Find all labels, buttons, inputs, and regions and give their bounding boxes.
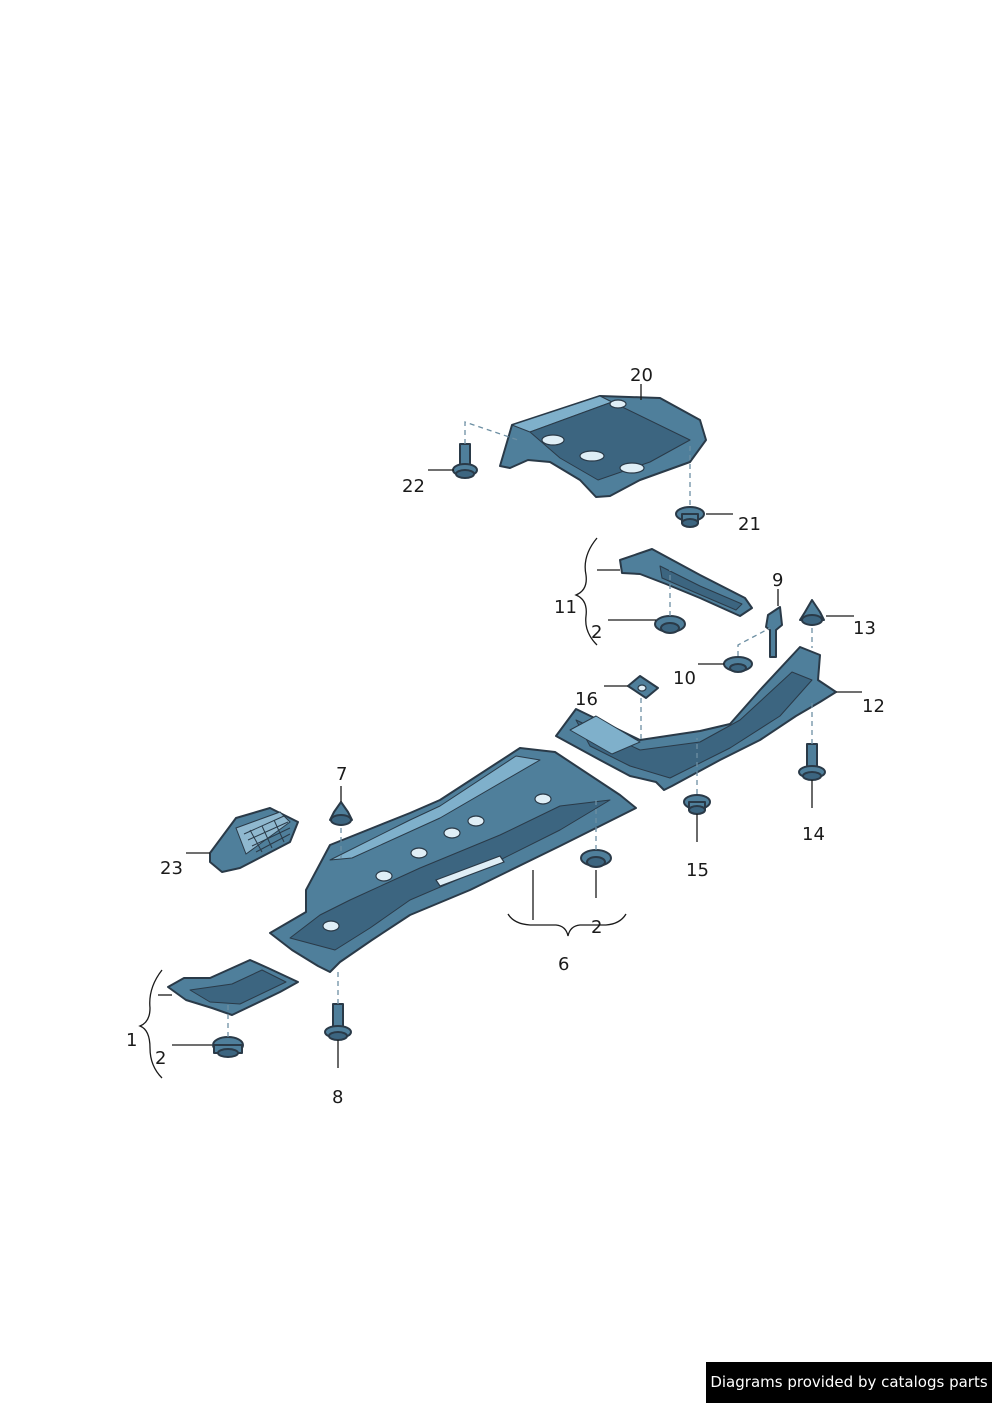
part-6-main-underbody-panel: [269, 747, 637, 973]
callout-20: 20: [630, 365, 653, 386]
callout-16: 16: [575, 689, 598, 710]
assembly-lines: [227, 421, 813, 1037]
callout-8: 8: [332, 1087, 343, 1108]
callout-13: 13: [853, 618, 876, 639]
part-2-nut-main: [580, 849, 612, 868]
callout-7: 7: [336, 764, 347, 785]
callout-2-bottom: 2: [155, 1048, 166, 1069]
part-22-bolt: [452, 443, 478, 479]
callout-11: 11: [554, 597, 577, 618]
part-13-clip: [799, 599, 825, 626]
callout-labels: 20 22 21 9 11 2 13 10 16 12 7 14 23 15 2…: [126, 365, 885, 1108]
part-2-nut-bottom: [212, 1036, 244, 1058]
part-7-clip: [329, 801, 353, 826]
part-2-nut-top: [654, 615, 686, 634]
callout-15: 15: [686, 860, 709, 881]
part-15-nut: [683, 794, 711, 815]
part-23-grille: [209, 807, 299, 873]
callout-2-main: 2: [591, 917, 602, 938]
callout-23: 23: [160, 858, 183, 879]
callout-22: 22: [402, 476, 425, 497]
credit-badge: Diagrams provided by catalogs parts: [706, 1362, 992, 1403]
part-20-front-shield: [499, 395, 707, 498]
part-14-bolt: [798, 743, 826, 781]
callout-9: 9: [772, 570, 783, 591]
leader-lines: [138, 384, 862, 1079]
part-8-bolt: [324, 1003, 352, 1041]
callout-10: 10: [673, 668, 696, 689]
part-12-tunnel-shield: [555, 646, 837, 791]
callout-1: 1: [126, 1030, 137, 1051]
part-1-small-shield: [167, 959, 299, 1016]
callout-6: 6: [558, 954, 569, 975]
part-11-bracket-shield: [619, 548, 753, 617]
part-9-bracket: [765, 606, 783, 658]
callout-14: 14: [802, 824, 825, 845]
callout-21: 21: [738, 514, 761, 535]
part-21-nut: [675, 506, 705, 528]
part-16-clip: [627, 675, 659, 699]
part-10-nut: [723, 656, 753, 673]
callout-12: 12: [862, 696, 885, 717]
callout-2-top: 2: [591, 622, 602, 643]
